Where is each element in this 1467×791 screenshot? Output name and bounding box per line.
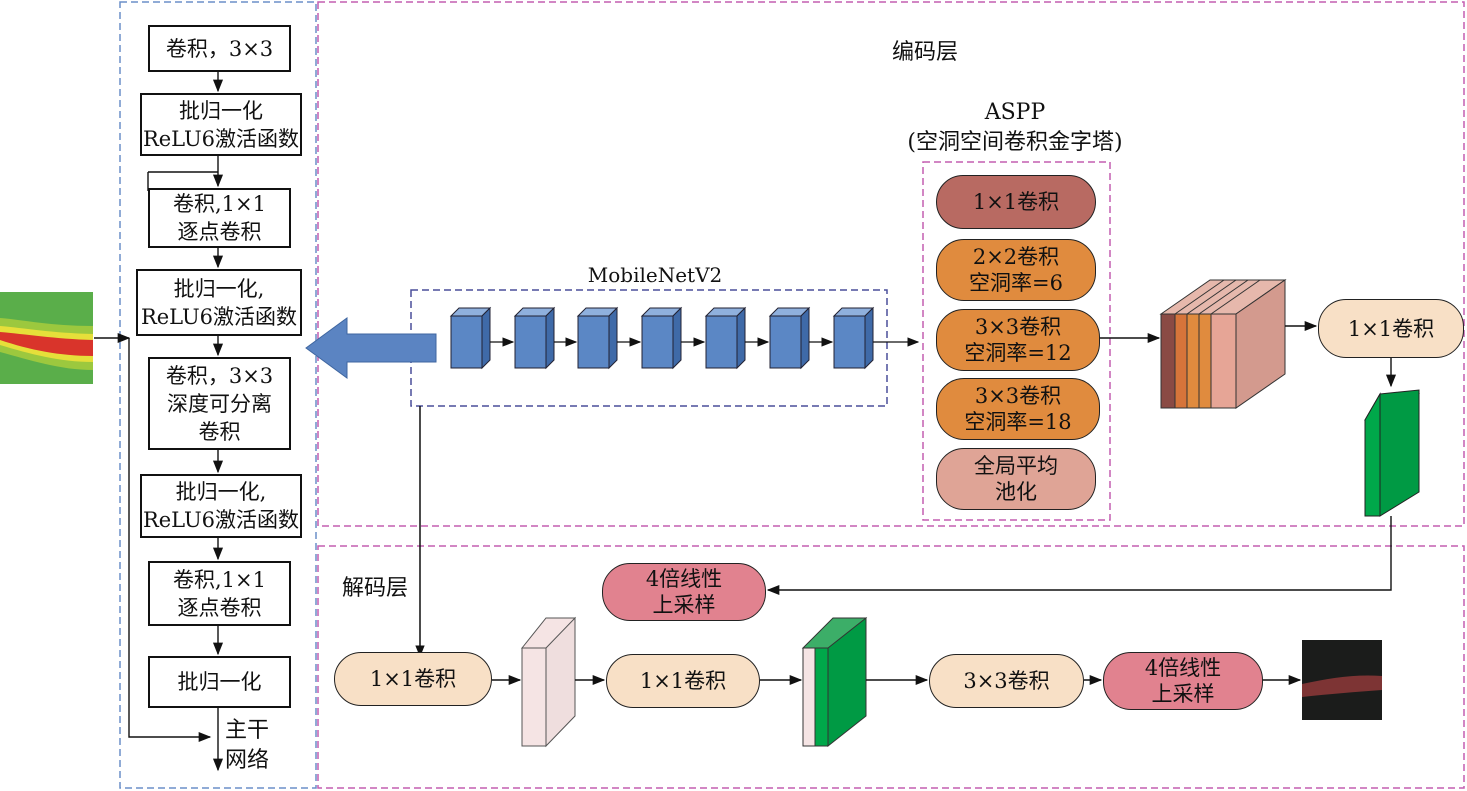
backbone-block: 卷积，3×3 深度可分离 卷积 (148, 357, 291, 450)
cube-6 (768, 306, 811, 370)
cube-1 (449, 306, 492, 370)
encoder-conv-node: 1×1卷积 (1318, 299, 1464, 358)
decoder-node: 4倍线性 上采样 (1103, 652, 1263, 710)
branch-text: 池化 (995, 480, 1037, 504)
backbone-connectors (128, 72, 224, 772)
node-text: 上采样 (652, 593, 716, 617)
node-text: 上采样 (1151, 682, 1215, 706)
aspp-concat-feature (1159, 279, 1287, 409)
encoder-output-feature (1364, 389, 1420, 517)
mobilenet-blocks (449, 306, 875, 370)
aspp-subtitle: (空洞空间卷积金字塔) (907, 130, 1123, 155)
backbone-block: 批归一化, ReLU6激活函数 (140, 474, 302, 538)
block-text: 逐点卷积 (177, 595, 262, 620)
decoder-node: 1×1卷积 (334, 652, 492, 706)
branch-text: 3×3卷积 (974, 315, 1062, 339)
block-text: ReLU6激活函数 (142, 508, 300, 532)
cube-2 (513, 306, 556, 370)
backbone-block: 卷积,1×1 逐点卷积 (148, 188, 291, 248)
backbone-label-line1: 主干 (225, 718, 270, 743)
backbone-block: 卷积，3×3 (148, 25, 291, 72)
decoder-node: 3×3卷积 (929, 654, 1084, 708)
branch-text: 空洞率=12 (964, 341, 1072, 365)
encoder-label: 编码层 (891, 40, 958, 65)
decoder-low-level-feature (520, 616, 577, 748)
block-text: ReLU6激活函数 (140, 304, 298, 329)
block-text: 批归一化, (175, 480, 267, 504)
branch-text: 空洞率=18 (964, 410, 1072, 434)
block-text: 卷积 (198, 419, 241, 444)
node-text: 4倍线性 (645, 567, 723, 591)
mobilenet-label: MobileNetV2 (587, 263, 723, 287)
backbone-block: 批归一化, ReLU6激活函数 (136, 269, 302, 336)
block-text: ReLU6激活函数 (142, 126, 300, 151)
aspp-frame (922, 161, 1111, 521)
encoder-frame (317, 1, 1465, 527)
block-text: 批归一化 (179, 98, 263, 123)
branch-text: 1×1卷积 (972, 190, 1060, 214)
node-text: 1×1卷积 (639, 669, 727, 693)
backbone-frame (119, 1, 317, 789)
output-mask-image (1302, 640, 1382, 720)
backbone-block: 卷积,1×1 逐点卷积 (148, 561, 291, 626)
node-text: 4倍线性 (1144, 656, 1222, 680)
block-text: 逐点卷积 (177, 220, 262, 244)
decoder-frame (317, 545, 1465, 789)
decoder-node: 1×1卷积 (606, 654, 760, 708)
backbone-label-line2: 网络 (225, 748, 270, 773)
branch-text: 3×3卷积 (974, 384, 1062, 408)
block-text: 卷积，3×3 (165, 36, 274, 61)
backbone-block: 批归一化 ReLU6激活函数 (140, 93, 302, 156)
block-text: 卷积,1×1 (173, 192, 266, 216)
block-text: 卷积，3×3 (165, 363, 274, 388)
feature-flow-arrow (305, 317, 437, 379)
aspp-branch: 2×2卷积 空洞率=6 (936, 239, 1096, 301)
cube-5 (704, 306, 747, 370)
cube-3 (576, 306, 619, 370)
branch-text: 空洞率=6 (969, 271, 1063, 295)
decoder-label: 解码层 (341, 576, 408, 601)
decoder-concat-feature (801, 616, 868, 748)
block-text: 批归一化, (173, 276, 265, 301)
branch-text: 全局平均 (974, 454, 1058, 478)
aspp-branch: 全局平均 池化 (936, 448, 1096, 510)
mobilenet-connectors (415, 337, 920, 660)
aspp-branch: 1×1卷积 (936, 175, 1096, 229)
cube-7 (832, 306, 875, 370)
node-text: 1×1卷积 (1347, 316, 1435, 341)
aspp-branch: 3×3卷积 空洞率=12 (936, 309, 1100, 371)
encoder-connectors (766, 320, 1397, 596)
input-image (0, 292, 93, 384)
node-text: 3×3卷积 (963, 669, 1050, 693)
encoder-upsample-node: 4倍线性 上采样 (602, 563, 766, 621)
aspp-branch: 3×3卷积 空洞率=18 (936, 378, 1100, 440)
cube-4 (640, 306, 683, 370)
node-text: 1×1卷积 (369, 667, 457, 691)
block-text: 深度可分离 (167, 391, 272, 416)
block-text: 批归一化 (177, 670, 262, 694)
block-text: 卷积,1×1 (173, 567, 266, 592)
aspp-title: ASPP (984, 100, 1046, 125)
backbone-block: 批归一化 (148, 656, 291, 708)
branch-text: 2×2卷积 (972, 245, 1060, 269)
